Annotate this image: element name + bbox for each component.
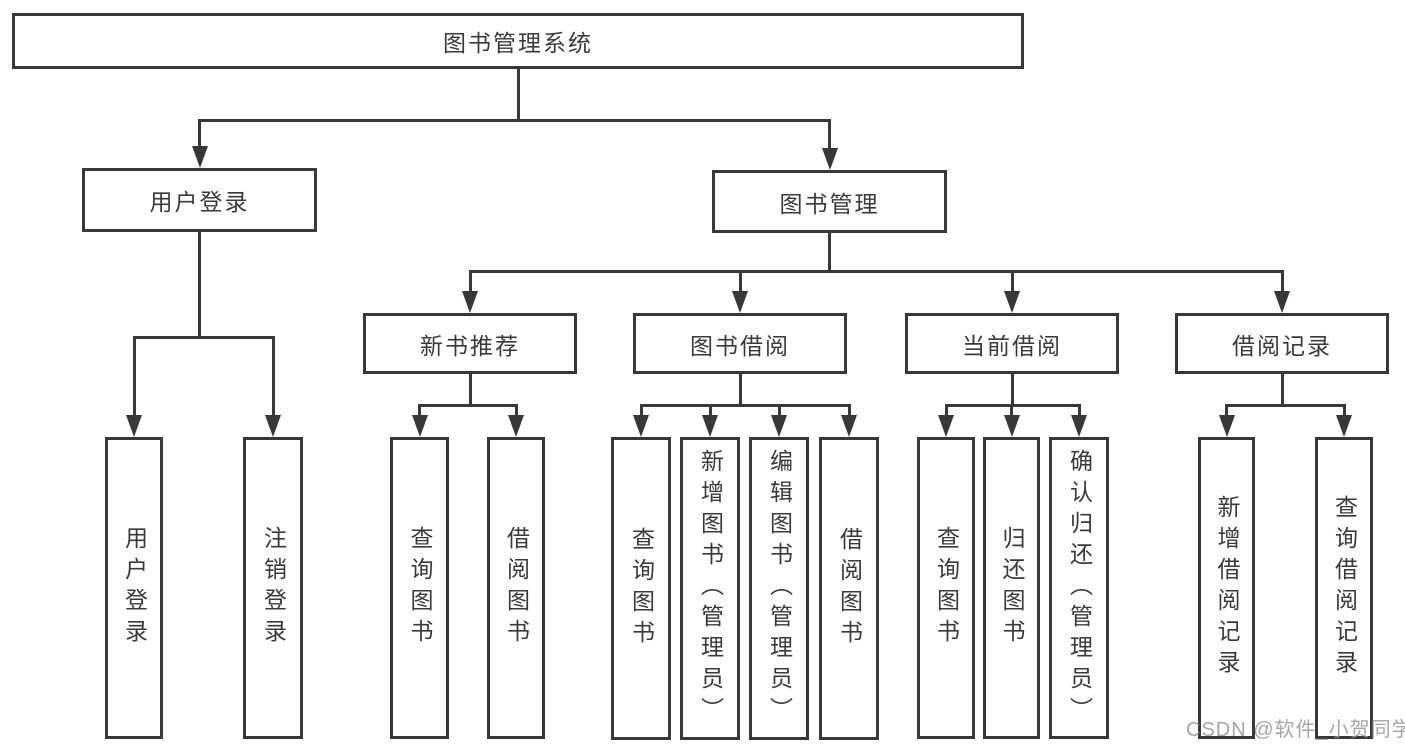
arrowhead-down-icon <box>841 415 857 437</box>
arrowhead-down-icon <box>1274 291 1290 313</box>
connector-line <box>639 405 643 417</box>
connector-line <box>944 405 948 417</box>
leaf-current-return-books: 归还图书 <box>983 437 1040 739</box>
node-label: 图书借阅 <box>690 332 790 359</box>
leaf-records-query-record: 查询借阅记录 <box>1315 437 1373 739</box>
node-book-borrowing: 图书借阅 <box>633 313 847 374</box>
node-user-login-group: 用户登录 <box>82 168 317 232</box>
connector-line <box>132 335 275 339</box>
arrowhead-down-icon <box>702 415 718 437</box>
arrowhead-down-icon <box>938 415 954 437</box>
node-label: 用户登录 <box>121 526 148 650</box>
node-label: 新增图书（管理员） <box>697 449 724 728</box>
node-label: 编辑图书（管理员） <box>766 449 793 728</box>
node-label: 新书推荐 <box>420 332 520 359</box>
leaf-current-query-books: 查询图书 <box>917 437 975 739</box>
connector-line <box>738 271 742 293</box>
node-library-management-system: 图书管理系统 <box>12 13 1024 69</box>
arrowhead-down-icon <box>191 146 208 168</box>
node-book-management-group: 图书管理 <box>712 170 947 233</box>
connector-line <box>198 232 201 337</box>
arrowhead-down-icon <box>462 291 478 313</box>
connector-line <box>468 374 472 405</box>
connector-line <box>847 405 851 417</box>
connector-line <box>514 405 518 417</box>
arrowhead-down-icon <box>126 415 142 437</box>
connector-line <box>1010 374 1014 405</box>
node-label: 图书管理 <box>779 190 880 217</box>
connector-line <box>271 337 275 417</box>
connector-line <box>1280 374 1284 405</box>
connector-line <box>828 233 831 271</box>
connector-line <box>132 337 136 417</box>
leaf-borrowing-add-books-admin: 新增图书（管理员） <box>680 437 740 740</box>
connector-line <box>777 405 781 417</box>
node-label: 借阅图书 <box>836 526 863 651</box>
connector-line <box>639 403 851 407</box>
node-label: 注销登录 <box>260 526 287 650</box>
leaf-recommend-borrow-books: 借阅图书 <box>487 437 545 739</box>
connector-line <box>828 120 831 150</box>
arrowhead-down-icon <box>508 415 524 437</box>
connector-line <box>1010 271 1014 293</box>
leaf-records-add-record: 新增借阅记录 <box>1198 437 1255 739</box>
leaf-recommend-query-books: 查询图书 <box>390 437 449 739</box>
connector-line <box>1077 405 1081 417</box>
node-label: 查询借阅记录 <box>1331 495 1358 681</box>
connector-line <box>1280 271 1284 293</box>
arrowhead-down-icon <box>1071 415 1087 437</box>
arrowhead-down-icon <box>411 415 428 437</box>
node-label: 归还图书 <box>999 526 1025 650</box>
connector-line <box>418 405 421 417</box>
node-label: 查询图书 <box>933 526 960 650</box>
connector-line <box>708 405 712 417</box>
node-label: 确认归还（管理员） <box>1066 448 1093 728</box>
connector-line <box>198 118 831 122</box>
watermark: CSDN @软件_小贺同学 <box>1186 719 1405 741</box>
leaf-borrowing-edit-books-admin: 编辑图书（管理员） <box>749 437 809 740</box>
connector-line <box>468 271 472 293</box>
node-borrowing-records: 借阅记录 <box>1175 313 1389 374</box>
node-label: 图书管理系统 <box>443 30 593 56</box>
node-label: 查询图书 <box>407 526 433 650</box>
node-label: 借阅图书 <box>503 526 530 650</box>
connector-line <box>1225 403 1346 407</box>
leaf-logout: 注销登录 <box>243 437 303 739</box>
node-label: 新增借阅记录 <box>1214 495 1240 681</box>
connector-line <box>738 374 742 405</box>
arrowhead-down-icon <box>633 415 649 437</box>
arrowhead-down-icon <box>821 148 838 170</box>
connector-line <box>468 269 1284 273</box>
leaf-current-confirm-return-admin: 确认归还（管理员） <box>1049 437 1109 739</box>
node-current-borrowing: 当前借阅 <box>905 313 1119 374</box>
arrowhead-down-icon <box>1003 415 1020 437</box>
node-label: 查询图书 <box>628 526 655 651</box>
node-label: 用户登录 <box>149 189 250 215</box>
leaf-borrowing-query-books: 查询图书 <box>611 437 671 740</box>
arrowhead-down-icon <box>265 415 281 437</box>
connector-line <box>516 69 520 120</box>
arrowhead-down-icon <box>1336 415 1352 437</box>
arrowhead-down-icon <box>1218 415 1235 437</box>
connector-line <box>1010 405 1013 417</box>
connector-line <box>1225 405 1228 417</box>
node-new-book-recommend: 新书推荐 <box>363 313 577 374</box>
node-label: 借阅记录 <box>1232 332 1332 359</box>
arrowhead-down-icon <box>1004 291 1020 313</box>
node-label: 当前借阅 <box>962 332 1062 359</box>
connector-line <box>198 120 201 148</box>
connector-line <box>1342 405 1346 417</box>
arrowhead-down-icon <box>771 415 787 437</box>
leaf-user-login: 用户登录 <box>105 437 163 739</box>
leaf-borrowing-borrow-books: 借阅图书 <box>819 437 879 740</box>
connector-line <box>418 403 518 407</box>
arrowhead-down-icon <box>732 291 748 313</box>
